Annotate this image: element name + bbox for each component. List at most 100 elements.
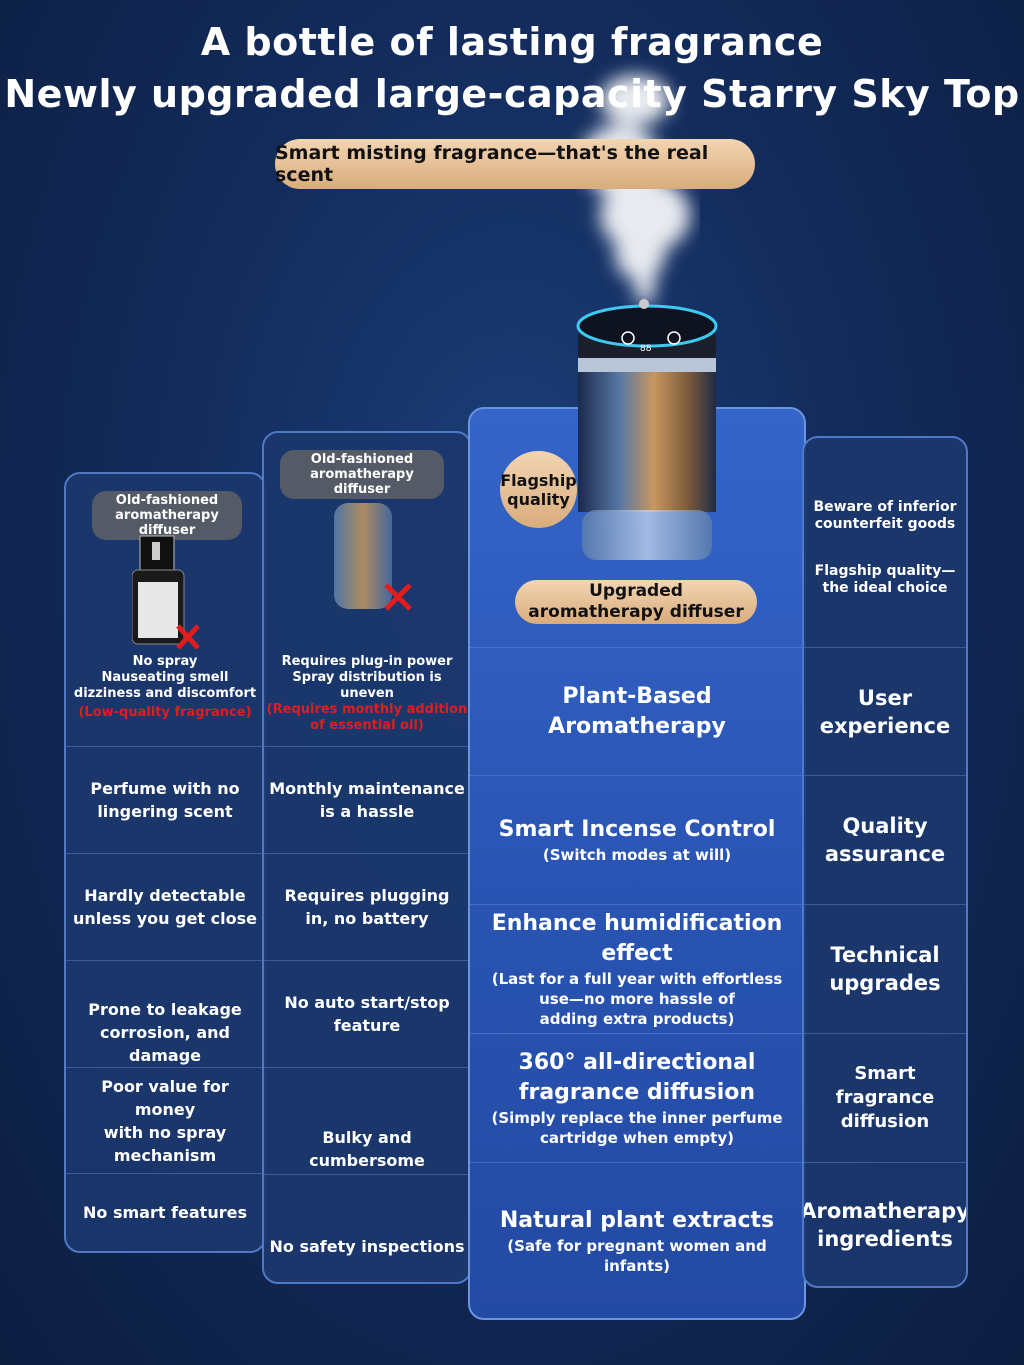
criteria-line: upgrades	[829, 971, 941, 995]
row-line: No safety inspections	[269, 1237, 465, 1256]
col4-note-2: Flagship quality— the ideal choice	[804, 563, 966, 597]
criteria-line: User	[857, 685, 913, 710]
device-display-text: 88	[640, 344, 652, 354]
row-line: is a hassle	[319, 802, 415, 821]
row-line: feature	[333, 1016, 401, 1035]
col4-row: Technical upgrades	[804, 904, 966, 1033]
old-diffuser-icon	[334, 503, 412, 611]
headline-line-2: Newly upgraded large-capacity Starry Sky…	[4, 72, 1020, 116]
criteria-line: Quality	[842, 814, 928, 838]
feature-sub: (Simply replace the inner perfume	[491, 1109, 783, 1127]
row-line: in, no battery	[305, 909, 429, 928]
flagship-quality-badge: Flagship quality	[500, 451, 577, 528]
row-line: Perfume with no	[90, 779, 240, 798]
col2-description: Requires plug-in power Spray distributio…	[264, 654, 470, 734]
feature-sub: use—no more hassle of	[539, 990, 735, 1008]
upgraded-diffuser-pill: Upgraded aromatherapy diffuser	[515, 580, 757, 624]
warning-red-text: (Requires monthly addition	[266, 702, 468, 717]
col1-row: No smart features	[66, 1173, 264, 1251]
criteria-line: Aromatherapy	[802, 1198, 968, 1223]
column-old-diffuser-1: Old-fashioned aromatherapy diffuser No s…	[64, 472, 266, 1253]
desc-line: dizziness and discomfort	[73, 686, 257, 701]
column-upgraded-diffuser: Plant-Based Aromatherapy Smart Incense C…	[468, 407, 806, 1320]
tag-line-1: Old-fashioned	[310, 452, 414, 467]
col3-row: Natural plant extracts (Safe for pregnan…	[470, 1162, 804, 1318]
col2-row: No auto start/stop feature	[264, 960, 470, 1067]
row-line: lingering scent	[97, 802, 233, 821]
tag-line-1: Old-fashioned	[115, 493, 219, 508]
col4-row: Quality assurance	[804, 775, 966, 904]
note-line: Beware of inferior	[813, 499, 957, 515]
old-fashioned-tag: Old-fashioned aromatherapy diffuser	[280, 450, 444, 499]
row-line: mechanism	[113, 1145, 217, 1165]
column-old-diffuser-2: Old-fashioned aromatherapy diffuser Requ…	[262, 431, 472, 1284]
col2-row: Bulky and cumbersome	[264, 1067, 470, 1174]
criteria-line: Technical	[830, 943, 940, 967]
note-line: counterfeit goods	[814, 516, 956, 532]
desc-line: No spray	[132, 654, 198, 669]
perfume-bottle-icon	[132, 535, 200, 650]
col1-row: Perfume with no lingering scent	[66, 746, 264, 853]
col1-description: No spray Nauseating smell dizziness and …	[66, 654, 264, 721]
col4-row: Smart fragrance diffusion	[804, 1033, 966, 1162]
headline-line-1: A bottle of lasting fragrance	[200, 20, 824, 64]
col3-row: Enhance humidification effect (Last for …	[470, 904, 804, 1033]
col3-row: Smart Incense Control (Switch modes at w…	[470, 775, 804, 904]
feature-sub: (Last for a full year with effortless	[491, 970, 783, 988]
badge-line: Flagship	[500, 470, 577, 490]
tag-line-2: aromatherapy diffuser	[115, 508, 219, 538]
criteria-line: diffusion	[840, 1111, 930, 1132]
warning-red-text: (Low-quality fragrance)	[78, 705, 252, 720]
feature-title: Enhance humidification	[491, 911, 783, 936]
row-line: with no spray	[103, 1122, 227, 1142]
feature-sub: (Safe for pregnant women and infants)	[507, 1236, 767, 1275]
feature-title: fragrance diffusion	[518, 1080, 756, 1105]
col4-row: Aromatherapy ingredients	[804, 1162, 966, 1286]
row-line: Prone to leakage	[88, 999, 242, 1019]
feature-title: Smart Incense Control	[498, 817, 776, 842]
col2-row: Requires plugging in, no battery	[264, 853, 470, 960]
row-line: Requires plugging	[284, 886, 450, 905]
desc-line: Nauseating smell	[101, 670, 229, 685]
col3-row: Plant-Based Aromatherapy	[470, 647, 804, 775]
row-line: No auto start/stop	[284, 993, 450, 1012]
row-line: Monthly maintenance	[269, 779, 465, 798]
row-line: Hardly detectable	[84, 886, 246, 905]
col1-row: Prone to leakage corrosion, and damage	[66, 960, 264, 1067]
row-line: Poor value for money	[101, 1076, 229, 1119]
pill-line: aromatherapy diffuser	[528, 602, 744, 622]
desc-line: Requires plug-in power	[281, 654, 453, 669]
old-fashioned-tag: Old-fashioned aromatherapy diffuser	[92, 491, 242, 540]
pill-line: Upgraded	[589, 581, 683, 601]
col1-row: Poor value for money with no spray mecha…	[66, 1067, 264, 1173]
upgraded-diffuser-product-icon: 88	[576, 299, 718, 560]
col4-note-1: Beware of inferior counterfeit goods	[804, 499, 966, 533]
col2-row: No safety inspections	[264, 1174, 470, 1282]
feature-sub: adding extra products)	[539, 1010, 735, 1028]
tagline-pill: Smart misting fragrance—that's the real …	[275, 139, 755, 189]
row-line: corrosion, and damage	[100, 1022, 230, 1065]
criteria-line: ingredients	[817, 1226, 953, 1251]
note-line: the ideal choice	[822, 580, 948, 596]
feature-sub: cartridge when empty)	[540, 1129, 734, 1147]
col3-row: 360° all-directional fragrance diffusion…	[470, 1033, 804, 1162]
feature-title: effect	[601, 941, 673, 966]
note-line: Flagship quality—	[814, 563, 956, 579]
row-line: No smart features	[83, 1203, 247, 1222]
row-line: Bulky and cumbersome	[309, 1128, 425, 1170]
warning-red-text: of essential oil)	[310, 718, 424, 733]
badge-line: quality	[507, 489, 570, 509]
feature-sub: (Switch modes at will)	[542, 846, 732, 864]
feature-title: Natural plant extracts	[499, 1207, 775, 1233]
feature-title: Plant-Based Aromatherapy	[548, 683, 726, 739]
feature-title: 360° all-directional	[518, 1050, 756, 1075]
criteria-line: Smart fragrance	[835, 1063, 935, 1108]
desc-line: Spray distribution is uneven	[292, 670, 442, 701]
criteria-line: assurance	[824, 842, 946, 866]
tag-line-2: aromatherapy diffuser	[310, 467, 414, 497]
row-line: unless you get close	[73, 909, 257, 928]
column-criteria: Beware of inferior counterfeit goods Fla…	[802, 436, 968, 1288]
col2-row: Monthly maintenance is a hassle	[264, 746, 470, 853]
criteria-line: experience	[819, 713, 951, 738]
col4-row: User experience	[804, 647, 966, 775]
